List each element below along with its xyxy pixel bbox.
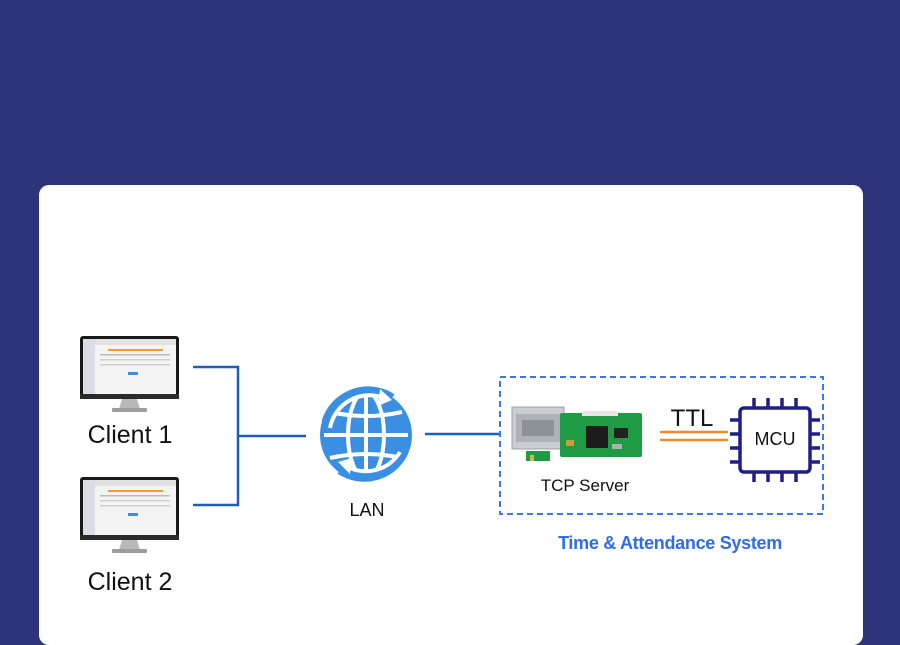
globe-network-icon xyxy=(320,386,412,482)
tcp-server-board xyxy=(511,406,642,461)
client2-label: Client 2 xyxy=(87,568,173,596)
mcu-label: MCU xyxy=(754,429,796,449)
client1-label: Client 1 xyxy=(87,421,173,449)
client2-monitor-icon xyxy=(80,477,179,553)
client1-monitor-icon xyxy=(80,336,179,412)
diagram-card xyxy=(39,185,863,645)
client1-connector xyxy=(193,365,240,507)
lan-label: LAN xyxy=(349,500,385,520)
tcp-server-label: TCP Server xyxy=(540,476,630,495)
ttl-label: TTL xyxy=(670,405,714,432)
network-diagram xyxy=(80,336,824,553)
ttl-link-lines xyxy=(660,430,728,442)
system-group-label: Time & Attendance System xyxy=(558,533,782,553)
connector-lines xyxy=(193,365,500,507)
microchip-icon xyxy=(730,398,820,482)
time-attendance-group-border xyxy=(499,376,824,515)
